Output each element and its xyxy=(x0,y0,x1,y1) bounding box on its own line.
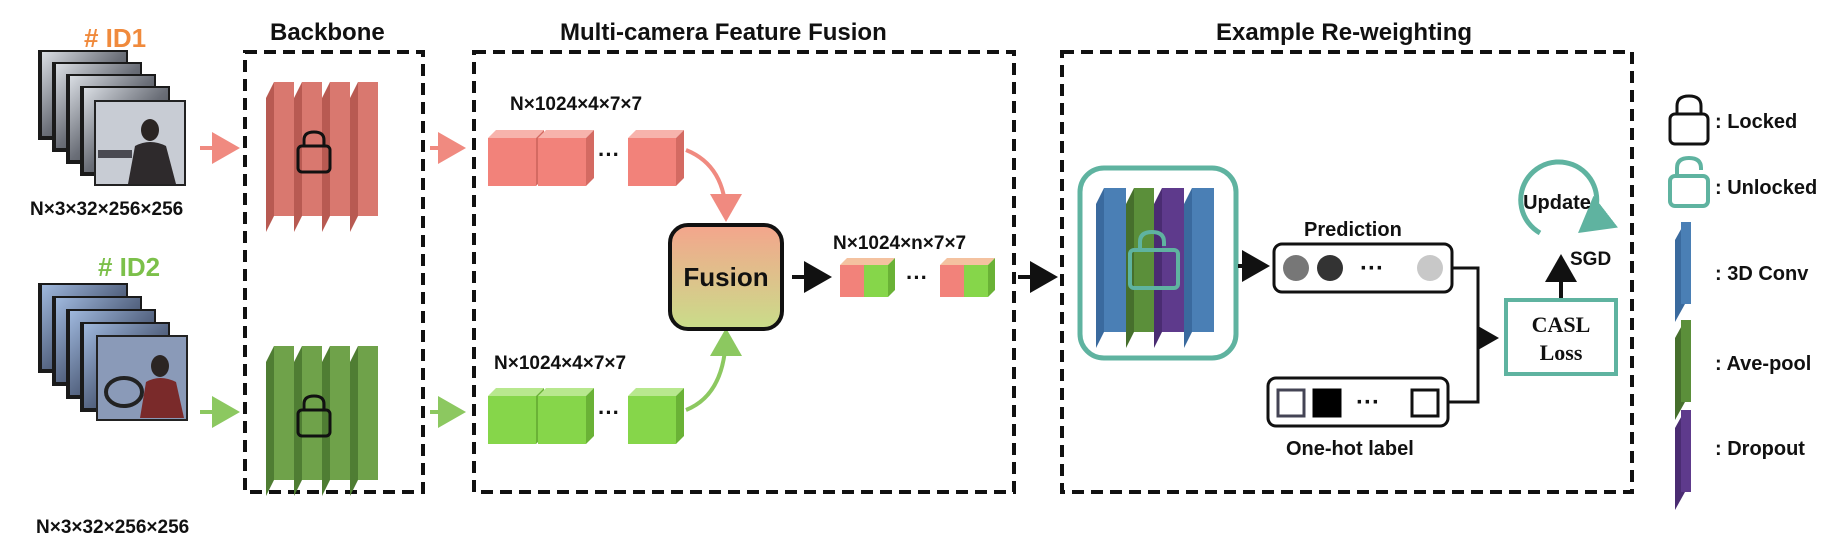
backbone-box xyxy=(243,50,425,494)
trainable-head-layers xyxy=(1096,188,1214,348)
fusion-block xyxy=(668,223,784,331)
legend-dropout-slab-icon xyxy=(1675,410,1691,510)
input-shape-bottom: N×3×32×256×256 xyxy=(36,517,189,538)
fusion-bottom-shape: N×1024×4×7×7 xyxy=(494,353,626,374)
red-feature-cubes xyxy=(488,130,684,186)
input-shape-top: N×3×32×256×256 xyxy=(30,199,183,220)
section-title-fusion: Multi-camera Feature Fusion xyxy=(560,19,887,46)
legend: : Locked : Unlocked : 3D Conv : Ave-pool… xyxy=(1668,94,1817,510)
backbone-red-layers xyxy=(266,82,378,232)
casl-loss-line2: Loss xyxy=(1540,340,1583,365)
fusion-top-shape: N×1024×4×7×7 xyxy=(510,94,642,115)
backbone-top-lock-icon xyxy=(296,130,332,174)
green-feature-cubes xyxy=(488,388,684,444)
arrow-green-to-fusion xyxy=(685,328,742,412)
legend-unlocked-label: : Unlocked xyxy=(1715,177,1817,199)
casl-loss-box xyxy=(1504,298,1618,376)
one-hot-cell-1 xyxy=(1276,388,1306,418)
prediction-label: Prediction xyxy=(1304,219,1402,241)
one-hot-label: One-hot label xyxy=(1286,438,1414,460)
legend-avepool-slab-icon xyxy=(1675,320,1691,420)
arrow-red-to-fusion xyxy=(685,148,742,222)
red-cubes-ellipsis: ··· xyxy=(598,142,620,167)
fusion-output-shape: N×1024×n×7×7 xyxy=(833,233,966,254)
connector-onehot-to-loss xyxy=(1448,326,1499,404)
fusion-block-label: Fusion xyxy=(683,262,768,292)
one-hot-cell-2 xyxy=(1312,388,1342,418)
connector-prediction-to-loss xyxy=(1452,266,1480,338)
reweighting-section-box xyxy=(1060,50,1634,494)
id1-frame-stack xyxy=(38,50,186,186)
fused-cubes-ellipsis: ··· xyxy=(906,265,928,290)
update-cycle-icon xyxy=(1518,159,1618,236)
prediction-dot-3 xyxy=(1417,255,1443,281)
legend-locked-lock-icon xyxy=(1668,94,1710,146)
backbone-green-layers xyxy=(266,346,378,496)
legend-locked-label: : Locked xyxy=(1715,111,1797,133)
id1-label: # ID1 xyxy=(84,23,146,53)
update-label: Update xyxy=(1523,192,1591,214)
fusion-section-box xyxy=(472,50,1016,494)
trainable-unlock-icon xyxy=(1128,229,1180,290)
one-hot-ellipsis: ··· xyxy=(1356,389,1380,416)
one-hot-cell-3 xyxy=(1410,388,1440,418)
legend-dropout-label: : Dropout xyxy=(1715,438,1805,460)
backbone-bottom-lock-icon xyxy=(296,394,332,438)
prediction-ellipsis: ··· xyxy=(1360,255,1384,282)
section-title-reweighting: Example Re-weighting xyxy=(1216,19,1472,46)
legend-avepool-label: : Ave-pool xyxy=(1715,353,1811,375)
prediction-dot-1 xyxy=(1283,255,1309,281)
green-cubes-ellipsis: ··· xyxy=(598,400,620,425)
legend-conv3d-slab-icon xyxy=(1675,222,1691,322)
section-title-backbone: Backbone xyxy=(270,19,385,46)
id2-label: # ID2 xyxy=(98,252,160,282)
prediction-dot-2 xyxy=(1317,255,1343,281)
trainable-head-box xyxy=(1077,165,1239,361)
sgd-label: SGD xyxy=(1570,249,1611,270)
casl-loss-line1: CASL xyxy=(1532,312,1591,337)
legend-conv3d-label: : 3D Conv xyxy=(1715,263,1809,285)
legend-unlocked-lock-icon xyxy=(1668,155,1710,208)
id2-frame-stack xyxy=(38,283,188,421)
fused-feature-cubes xyxy=(840,258,995,297)
